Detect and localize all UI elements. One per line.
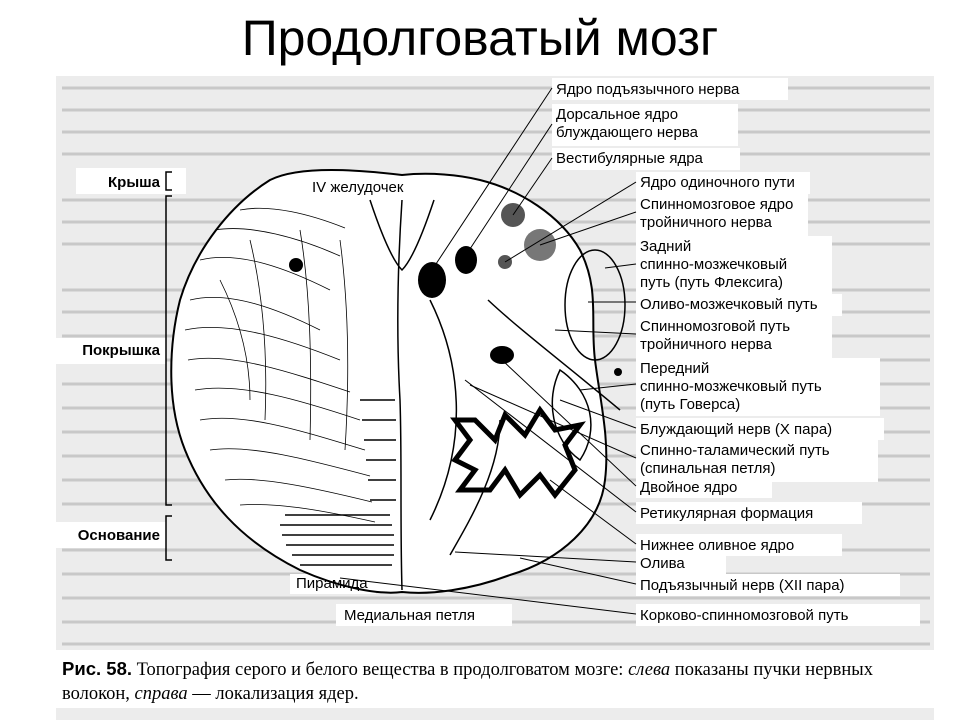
label-hypoglossal-nucleus: Ядро подъязычного нерва — [556, 81, 740, 98]
label-roof: Крыша — [108, 174, 161, 191]
label-posterior-spinocerebellar-1: Задний — [640, 238, 691, 255]
label-olive: Олива — [640, 555, 685, 572]
caption-text-2: показаны пучки нервных волокон, — [62, 660, 873, 704]
label-spinal-trigeminal-nucleus-2: тройничного нерва — [640, 214, 772, 231]
label-fourth-ventricle: IV желудочек — [312, 179, 404, 196]
label-dorsal-vagus-2: блуждающего нерва — [556, 124, 699, 141]
slide-title: Продолговатый мозг — [241, 10, 719, 66]
label-vestibular-nuclei: Вестибулярные ядра — [556, 150, 704, 167]
label-pyramid: Пирамида — [296, 575, 368, 592]
label-nucleus-ambiguus: Двойное ядро — [640, 479, 737, 496]
label-medial-lemniscus: Медиальная петля — [344, 607, 475, 624]
midline — [369, 199, 626, 591]
label-olivocerebellar-tract: Оливо-мозжечковый путь — [640, 296, 818, 313]
label-solitary-nucleus: Ядро одиночного пути — [640, 174, 795, 191]
caption-figure-number: Рис. 58. — [62, 658, 132, 679]
label-posterior-spinocerebellar-2: спинно-мозжечковый — [640, 256, 787, 273]
label-inferior-olivary-nucleus: Нижнее оливное ядро — [640, 537, 794, 554]
label-corticospinal-tract: Корково-спинномозговой путь — [640, 607, 849, 624]
label-tegmentum: Покрышка — [82, 342, 160, 359]
label-spinothalamic-1: Спинно-таламический путь — [640, 442, 830, 459]
caption-text-1: Топография серого и белого вещества в пр… — [132, 660, 629, 680]
label-posterior-spinocerebellar-3: путь (путь Флексига) — [640, 274, 783, 291]
caption-left-word: слева — [628, 660, 671, 680]
left-fibres — [184, 207, 376, 523]
label-anterior-spinocerebellar-2: спинно-мозжечковый путь — [640, 378, 822, 395]
pyramid-hatch — [280, 399, 396, 566]
label-spinal-trigeminal-tract-2: тройничного нерва — [640, 336, 772, 353]
label-vagus-nerve: Блуждающий нерв (X пара) — [640, 421, 832, 438]
label-hypoglossal-nerve: Подъязычный нерв (XII пара) — [640, 577, 845, 594]
label-spinal-trigeminal-tract-1: Спинномозговой путь — [640, 318, 790, 335]
caption-right-word: справа — [134, 684, 188, 704]
olivary-nucleus — [450, 405, 586, 500]
label-anterior-spinocerebellar-1: Передний — [640, 360, 709, 377]
caption-text-3: — локализация ядер. — [187, 684, 359, 704]
medulla-outline — [170, 169, 608, 594]
label-base: Основание — [78, 527, 160, 544]
label-backgrounds — [56, 78, 934, 708]
label-spinothalamic-2: (спинальная петля) — [640, 460, 775, 477]
label-anterior-spinocerebellar-3: (путь Говерса) — [640, 396, 740, 413]
figure-caption: Рис. 58. Топография серого и белого веще… — [62, 657, 932, 706]
label-reticular-formation: Ретикулярная формация — [640, 505, 813, 522]
label-spinal-trigeminal-nucleus-1: Спинномозговое ядро — [640, 196, 793, 213]
nuclei — [289, 203, 622, 376]
leader-lines — [339, 87, 637, 615]
left-brackets — [165, 171, 172, 561]
label-dorsal-vagus-1: Дорсальное ядро — [556, 106, 678, 123]
